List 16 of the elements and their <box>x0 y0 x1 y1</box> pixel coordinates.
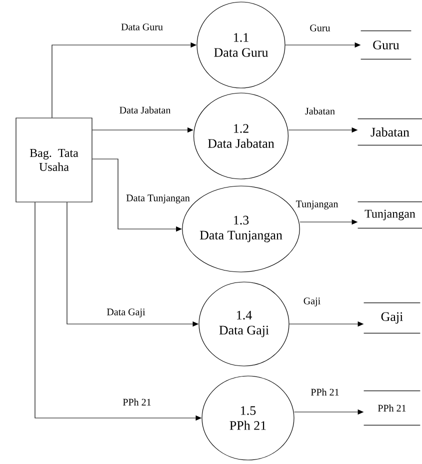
edge-label: Data Jabatan <box>120 106 171 114</box>
data-store: Gaji <box>364 302 420 334</box>
edge-label: Data Gaji <box>106 308 146 318</box>
data-store: Jabatan <box>358 118 422 146</box>
edge-label: Jabatan <box>305 107 335 115</box>
data-store: PPh 21 <box>364 390 420 426</box>
edge-label: PPh 21 <box>310 388 339 396</box>
edge-label: Guru <box>310 24 330 32</box>
edge-label: Data Guru <box>121 24 163 30</box>
edge-label: Tunjangan <box>296 200 338 210</box>
edge-label: PPh 21 <box>122 398 151 406</box>
data-store: Tunjangan <box>358 202 422 228</box>
edge-label: Data Tunjangan <box>126 194 190 204</box>
entity-box: Bag. Tata Usaha <box>16 118 92 202</box>
data-store: Guru <box>360 30 412 60</box>
edge-label: Gaji <box>304 298 320 306</box>
